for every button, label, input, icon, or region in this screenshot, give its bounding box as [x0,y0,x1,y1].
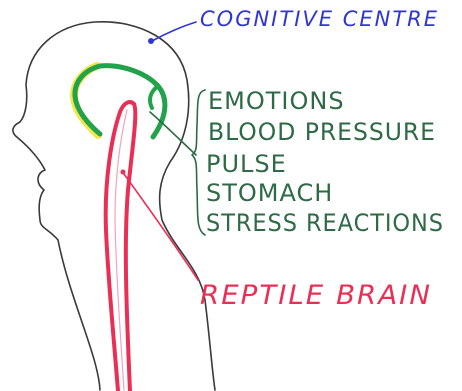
limbic-functions-brace [192,90,205,235]
brainstem-right-stroke [126,104,135,391]
limbic-label-stress-reactions: STRESS REACTIONS [206,209,444,237]
cognitive-centre-label: COGNITIVE CENTRE [200,7,439,31]
limbic-label-pulse: PULSE [206,150,287,178]
limbic-label-emotions: EMOTIONS [208,87,345,115]
reptile-brain-pointer-line [124,174,198,280]
limbic-label-stomach: STOMACH [206,179,333,207]
limbic-label-blood-pressure: BLOOD PRESSURE [208,118,436,146]
reptile-brain-label: REPTILE BRAIN [200,280,432,311]
limbic-inner-stroke [150,86,158,108]
cognitive-centre-pointer-line [152,22,196,41]
